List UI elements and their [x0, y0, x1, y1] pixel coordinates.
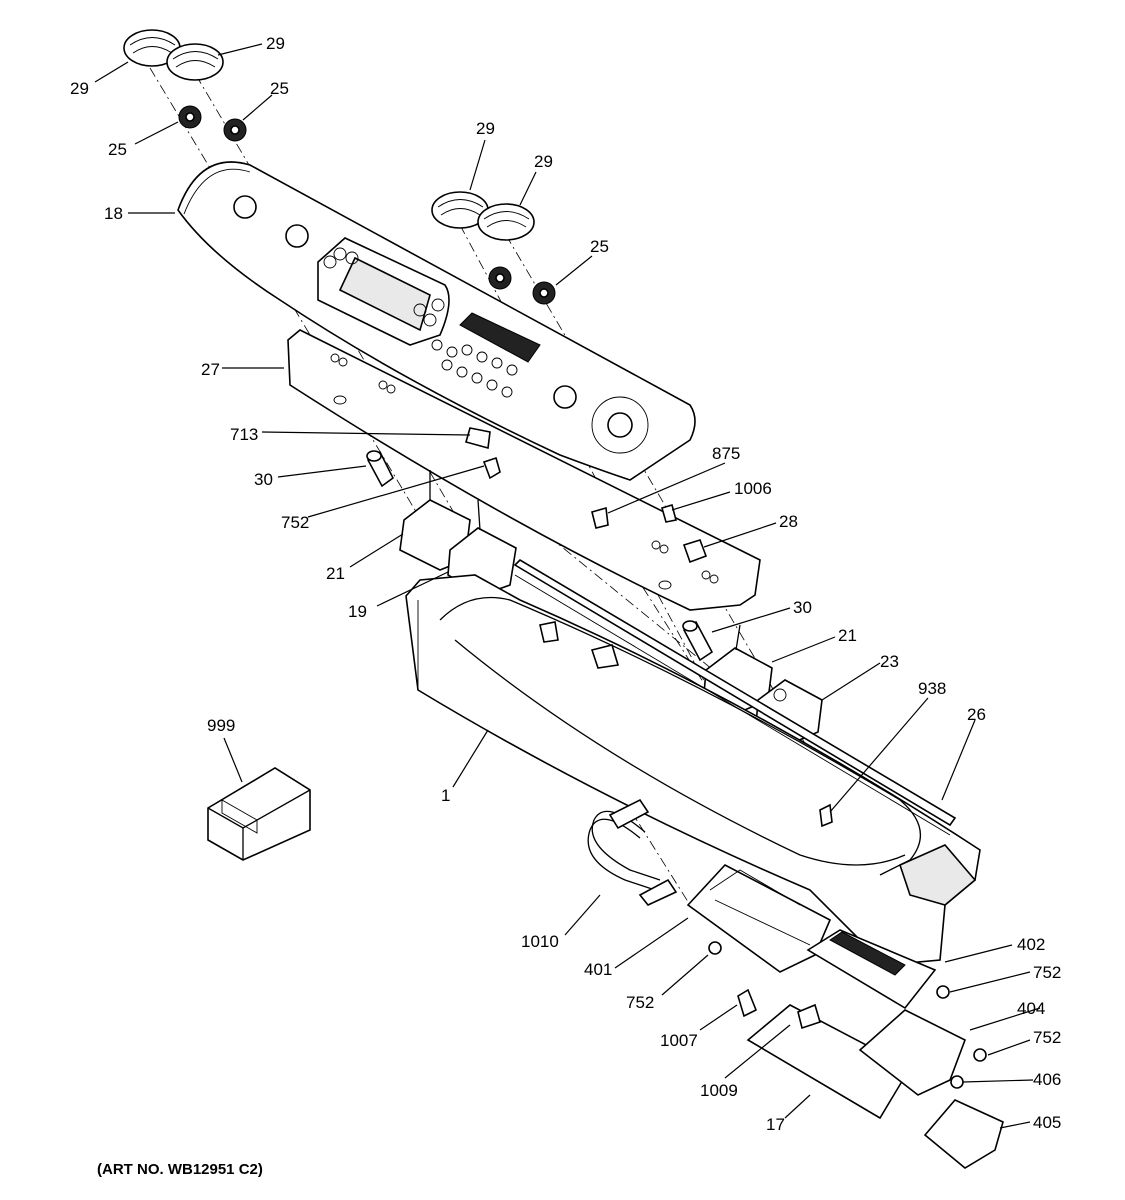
callout-1010: 1010 [521, 932, 559, 951]
callout-labels: 29 29 25 25 29 29 25 18 27 713 30 752 87… [70, 34, 1061, 1134]
callout-1009: 1009 [700, 1081, 738, 1100]
knob-29-d [477, 203, 535, 241]
art-number-caption: (ART NO. WB12951 C2) [97, 1161, 263, 1178]
callout-752: 752 [1033, 1028, 1061, 1047]
knob-bezel-25-c [488, 266, 512, 290]
callout-21: 21 [326, 564, 345, 583]
leader-lines [94, 43, 1041, 1129]
callout-938: 938 [918, 679, 946, 698]
ribbon-cable-1010 [587, 798, 678, 906]
indicator-light-30-right [682, 620, 714, 662]
callout-27: 27 [201, 360, 220, 379]
callout-402: 402 [1017, 935, 1045, 954]
callout-29: 29 [534, 152, 553, 171]
callout-401: 401 [584, 960, 612, 979]
callout-1: 1 [441, 786, 450, 805]
callout-405: 405 [1033, 1113, 1061, 1132]
callout-26: 26 [967, 705, 986, 724]
callout-19: 19 [348, 602, 367, 621]
packaging-box-999 [207, 767, 311, 861]
callout-29: 29 [266, 34, 285, 53]
knob-29-b [166, 43, 224, 81]
callout-25: 25 [270, 79, 289, 98]
callout-713: 713 [230, 425, 258, 444]
callout-18: 18 [104, 204, 123, 223]
callout-1006: 1006 [734, 479, 772, 498]
callout-30: 30 [793, 598, 812, 617]
callout-28: 28 [779, 512, 798, 531]
knob-29-c [431, 191, 489, 229]
callout-752: 752 [281, 513, 309, 532]
callout-23: 23 [880, 652, 899, 671]
main-housing-1 [405, 574, 981, 966]
keypad-buttons [323, 247, 518, 398]
callout-406: 406 [1033, 1070, 1061, 1089]
callout-752: 752 [1033, 963, 1061, 982]
indicator-light-30-left [366, 450, 395, 488]
callout-25: 25 [590, 237, 609, 256]
board-402 [806, 929, 937, 1010]
callout-17: 17 [766, 1115, 785, 1134]
rail-26 [513, 558, 957, 836]
callout-29: 29 [476, 119, 495, 138]
bracket-404 [858, 1009, 967, 1096]
callout-21: 21 [838, 626, 857, 645]
knob-bezel-25-d [532, 281, 556, 305]
knob-bezel-25-a [178, 105, 202, 129]
callout-999: 999 [207, 716, 235, 735]
fasteners [708, 941, 987, 1089]
callout-752: 752 [626, 993, 654, 1012]
callout-25: 25 [108, 140, 127, 159]
control-panel-18 [177, 161, 696, 481]
callout-29: 29 [70, 79, 89, 98]
callout-30: 30 [254, 470, 273, 489]
board-405 [923, 1099, 1004, 1169]
callout-404: 404 [1017, 999, 1045, 1018]
knob-bezel-25-b [223, 118, 247, 142]
callout-875: 875 [712, 444, 740, 463]
control-board-401 [686, 864, 832, 973]
backing-plate-27 [287, 329, 761, 611]
callout-1007: 1007 [660, 1031, 698, 1050]
